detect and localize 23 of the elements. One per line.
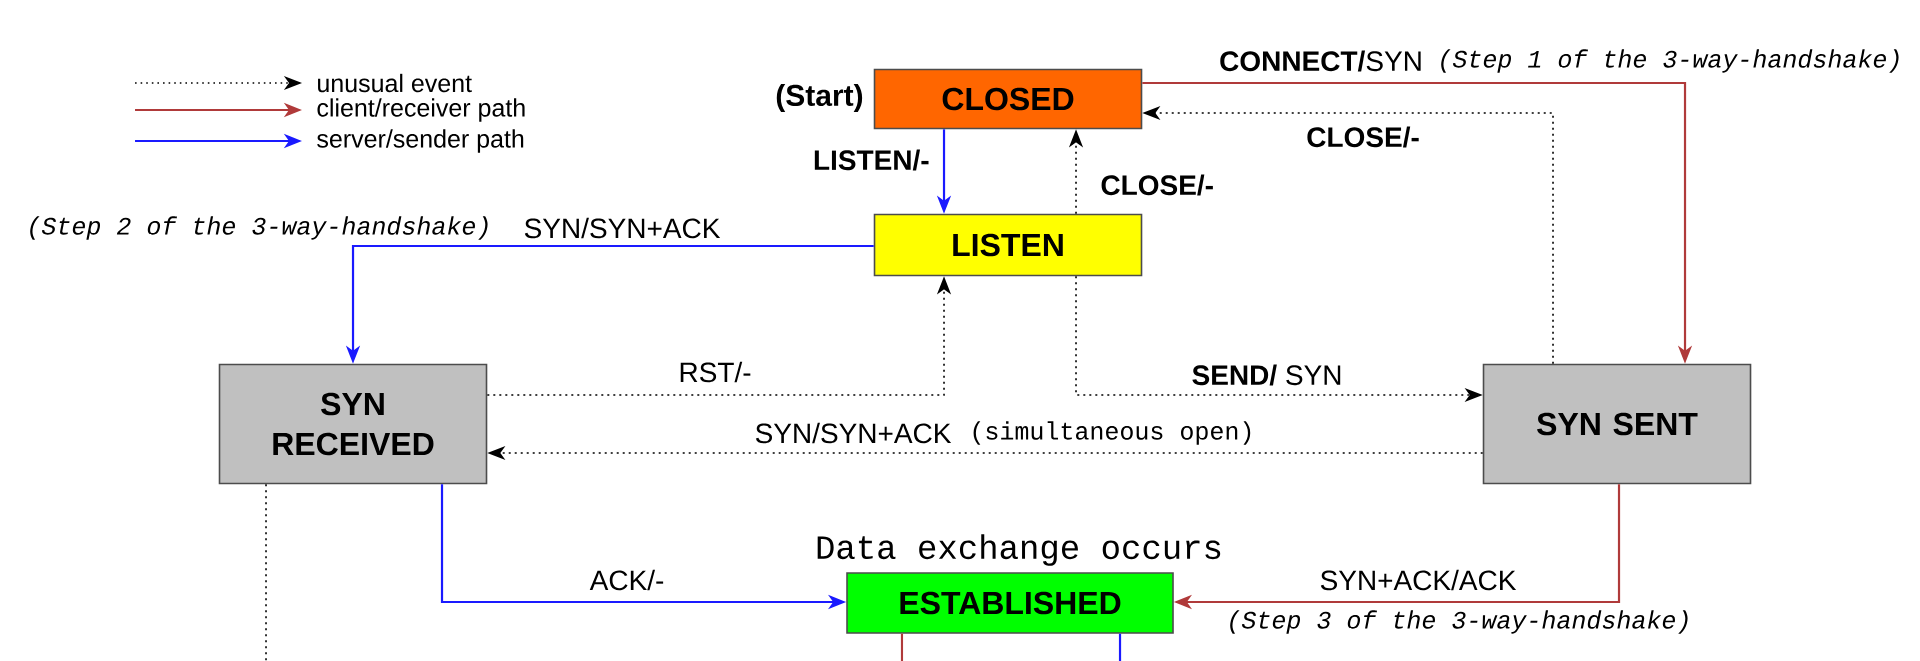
note: (simultaneous open) xyxy=(973,421,1251,445)
start-label: (Start) xyxy=(776,84,863,112)
note: (Step 1 of the 3-way-handshake) xyxy=(1441,49,1899,73)
edge-label: SYN/SYN+ACK xyxy=(521,215,723,241)
edge-label: LISTEN/- xyxy=(810,147,932,173)
edge-label: CONNECT/SYN xyxy=(1217,48,1425,74)
legend-text: server/sender path xyxy=(317,129,524,153)
edge-label: RST/- xyxy=(676,359,754,385)
state-box: SYN RECEIVED xyxy=(218,363,488,485)
edge-label: CLOSE/- xyxy=(1304,124,1422,150)
edge-label: SYN+ACK/ACK xyxy=(1317,567,1519,593)
legend-text: unusual event xyxy=(318,73,472,93)
edge-label: SYN/SYN+ACK xyxy=(752,420,954,446)
legend-text: client/receiver path xyxy=(317,98,525,122)
note: (Step 2 of the 3-way-handshake) xyxy=(30,216,488,240)
state-box: SYN SENT xyxy=(1482,363,1752,485)
edge-label: CLOSE/- xyxy=(1098,172,1216,198)
state-box: ESTABLISHED xyxy=(846,572,1174,634)
state-box: CLOSED xyxy=(873,68,1143,130)
state-box: LISTEN xyxy=(873,213,1143,277)
note: (Step 3 of the 3-way-handshake) xyxy=(1230,610,1688,634)
state-caption: Data exchange occurs xyxy=(817,534,1221,566)
edge-label: SEND/ SYN xyxy=(1189,362,1345,388)
